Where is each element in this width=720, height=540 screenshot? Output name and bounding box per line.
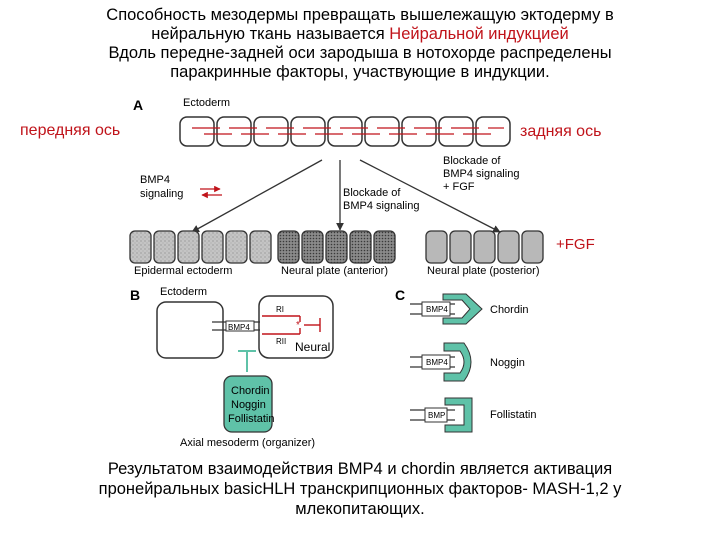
noggin-row-name: Noggin bbox=[490, 357, 525, 369]
noggin-binding-row: BMP4 Noggin bbox=[410, 342, 525, 382]
bmp4-ligand: BMP4 bbox=[212, 320, 260, 332]
blockade-posterior-label-3: + FGF bbox=[443, 181, 475, 193]
receptor-rii-label: RII bbox=[276, 337, 286, 346]
blockade-anterior-label-1: Blockade of bbox=[343, 187, 401, 199]
bmp4-signaling-arrows bbox=[200, 185, 222, 199]
panel-a-letter: A bbox=[133, 97, 143, 113]
conclusion-text: Результатом взаимодействия BMP4 и chordi… bbox=[20, 459, 700, 519]
neural-plate-anterior-cells bbox=[277, 230, 396, 264]
inhibition-symbol bbox=[238, 350, 256, 372]
neural-plate-posterior-label: Neural plate (posterior) bbox=[427, 265, 540, 277]
axial-mesoderm-label: Axial mesoderm (organizer) bbox=[180, 437, 315, 449]
blockade-posterior-label-2: BMP4 signaling bbox=[443, 168, 519, 180]
chordin-row-ligand: BMP4 bbox=[426, 305, 448, 314]
follistatin-row-name: Follistatin bbox=[490, 409, 536, 421]
blockade-anterior-label-2: BMP4 signaling bbox=[343, 200, 419, 212]
panel-c-letter: C bbox=[395, 287, 405, 303]
epidermal-ectoderm-cells bbox=[129, 230, 272, 264]
bmp4-signaling-label-1: BMP4 bbox=[140, 174, 170, 186]
neural-label: Neural bbox=[295, 340, 330, 354]
title-line-2: нейральную ткань называется Нейральной и… bbox=[10, 25, 710, 44]
panel-b-letter: B bbox=[130, 287, 140, 303]
title-line-2-prefix: нейральную ткань называется bbox=[151, 25, 390, 43]
neural-plate-anterior-label: Neural plate (anterior) bbox=[281, 265, 388, 277]
conclusion-line-3: млекопитающих. bbox=[295, 500, 425, 518]
receptor-ri-label: RI bbox=[276, 305, 284, 314]
organizer-cell bbox=[223, 375, 273, 433]
panel-b-ectoderm-label: Ectoderm bbox=[160, 286, 207, 298]
chordin-row-name: Chordin bbox=[490, 304, 529, 316]
conclusion-line-2: пронейральных basicHLH транскрипционных … bbox=[98, 480, 622, 498]
conclusion-line-1: Результатом взаимодействия BMP4 и chordi… bbox=[107, 460, 613, 478]
neural-plate-posterior-cells bbox=[425, 230, 544, 264]
neural-cell bbox=[258, 295, 334, 359]
follistatin-binding-row: BMP Follistatin bbox=[410, 397, 536, 433]
chordin-binding-row: BMP4 Chordin bbox=[410, 293, 529, 325]
noggin-label: Noggin bbox=[231, 399, 266, 411]
title-line-3: Вдоль передне-задней оси зародыша в ното… bbox=[108, 44, 612, 62]
noggin-row-ligand: BMP4 bbox=[426, 358, 448, 367]
fgf-label: +FGF bbox=[556, 236, 595, 253]
posterior-axis-label: задняя ось bbox=[520, 123, 602, 140]
title-line-4: паракринные факторы, участвующие в индук… bbox=[170, 63, 550, 81]
bmp4-signaling-label-2: signaling bbox=[140, 188, 183, 200]
svg-text:*: * bbox=[296, 320, 300, 331]
page-title: Способность мезодермы превращать вышележ… bbox=[10, 6, 710, 82]
bmp-receptors: RI RII * bbox=[262, 305, 321, 346]
neural-induction-term: Нейральной индукцией bbox=[389, 25, 569, 43]
follistatin-label: Follistatin bbox=[228, 413, 274, 425]
bmp4-ligand-label: BMP4 bbox=[228, 323, 250, 332]
anterior-axis-label: передняя ось bbox=[20, 122, 121, 139]
epidermal-ectoderm-label: Epidermal ectoderm bbox=[134, 265, 232, 277]
title-line-1: Способность мезодермы превращать вышележ… bbox=[106, 6, 614, 24]
panel-a-ectoderm-label: Ectoderm bbox=[183, 97, 230, 109]
blockade-posterior-label-1: Blockade of bbox=[443, 155, 501, 167]
ectoderm-strip bbox=[179, 116, 511, 147]
chordin-label: Chordin bbox=[231, 385, 270, 397]
follistatin-row-ligand: BMP bbox=[428, 411, 445, 420]
